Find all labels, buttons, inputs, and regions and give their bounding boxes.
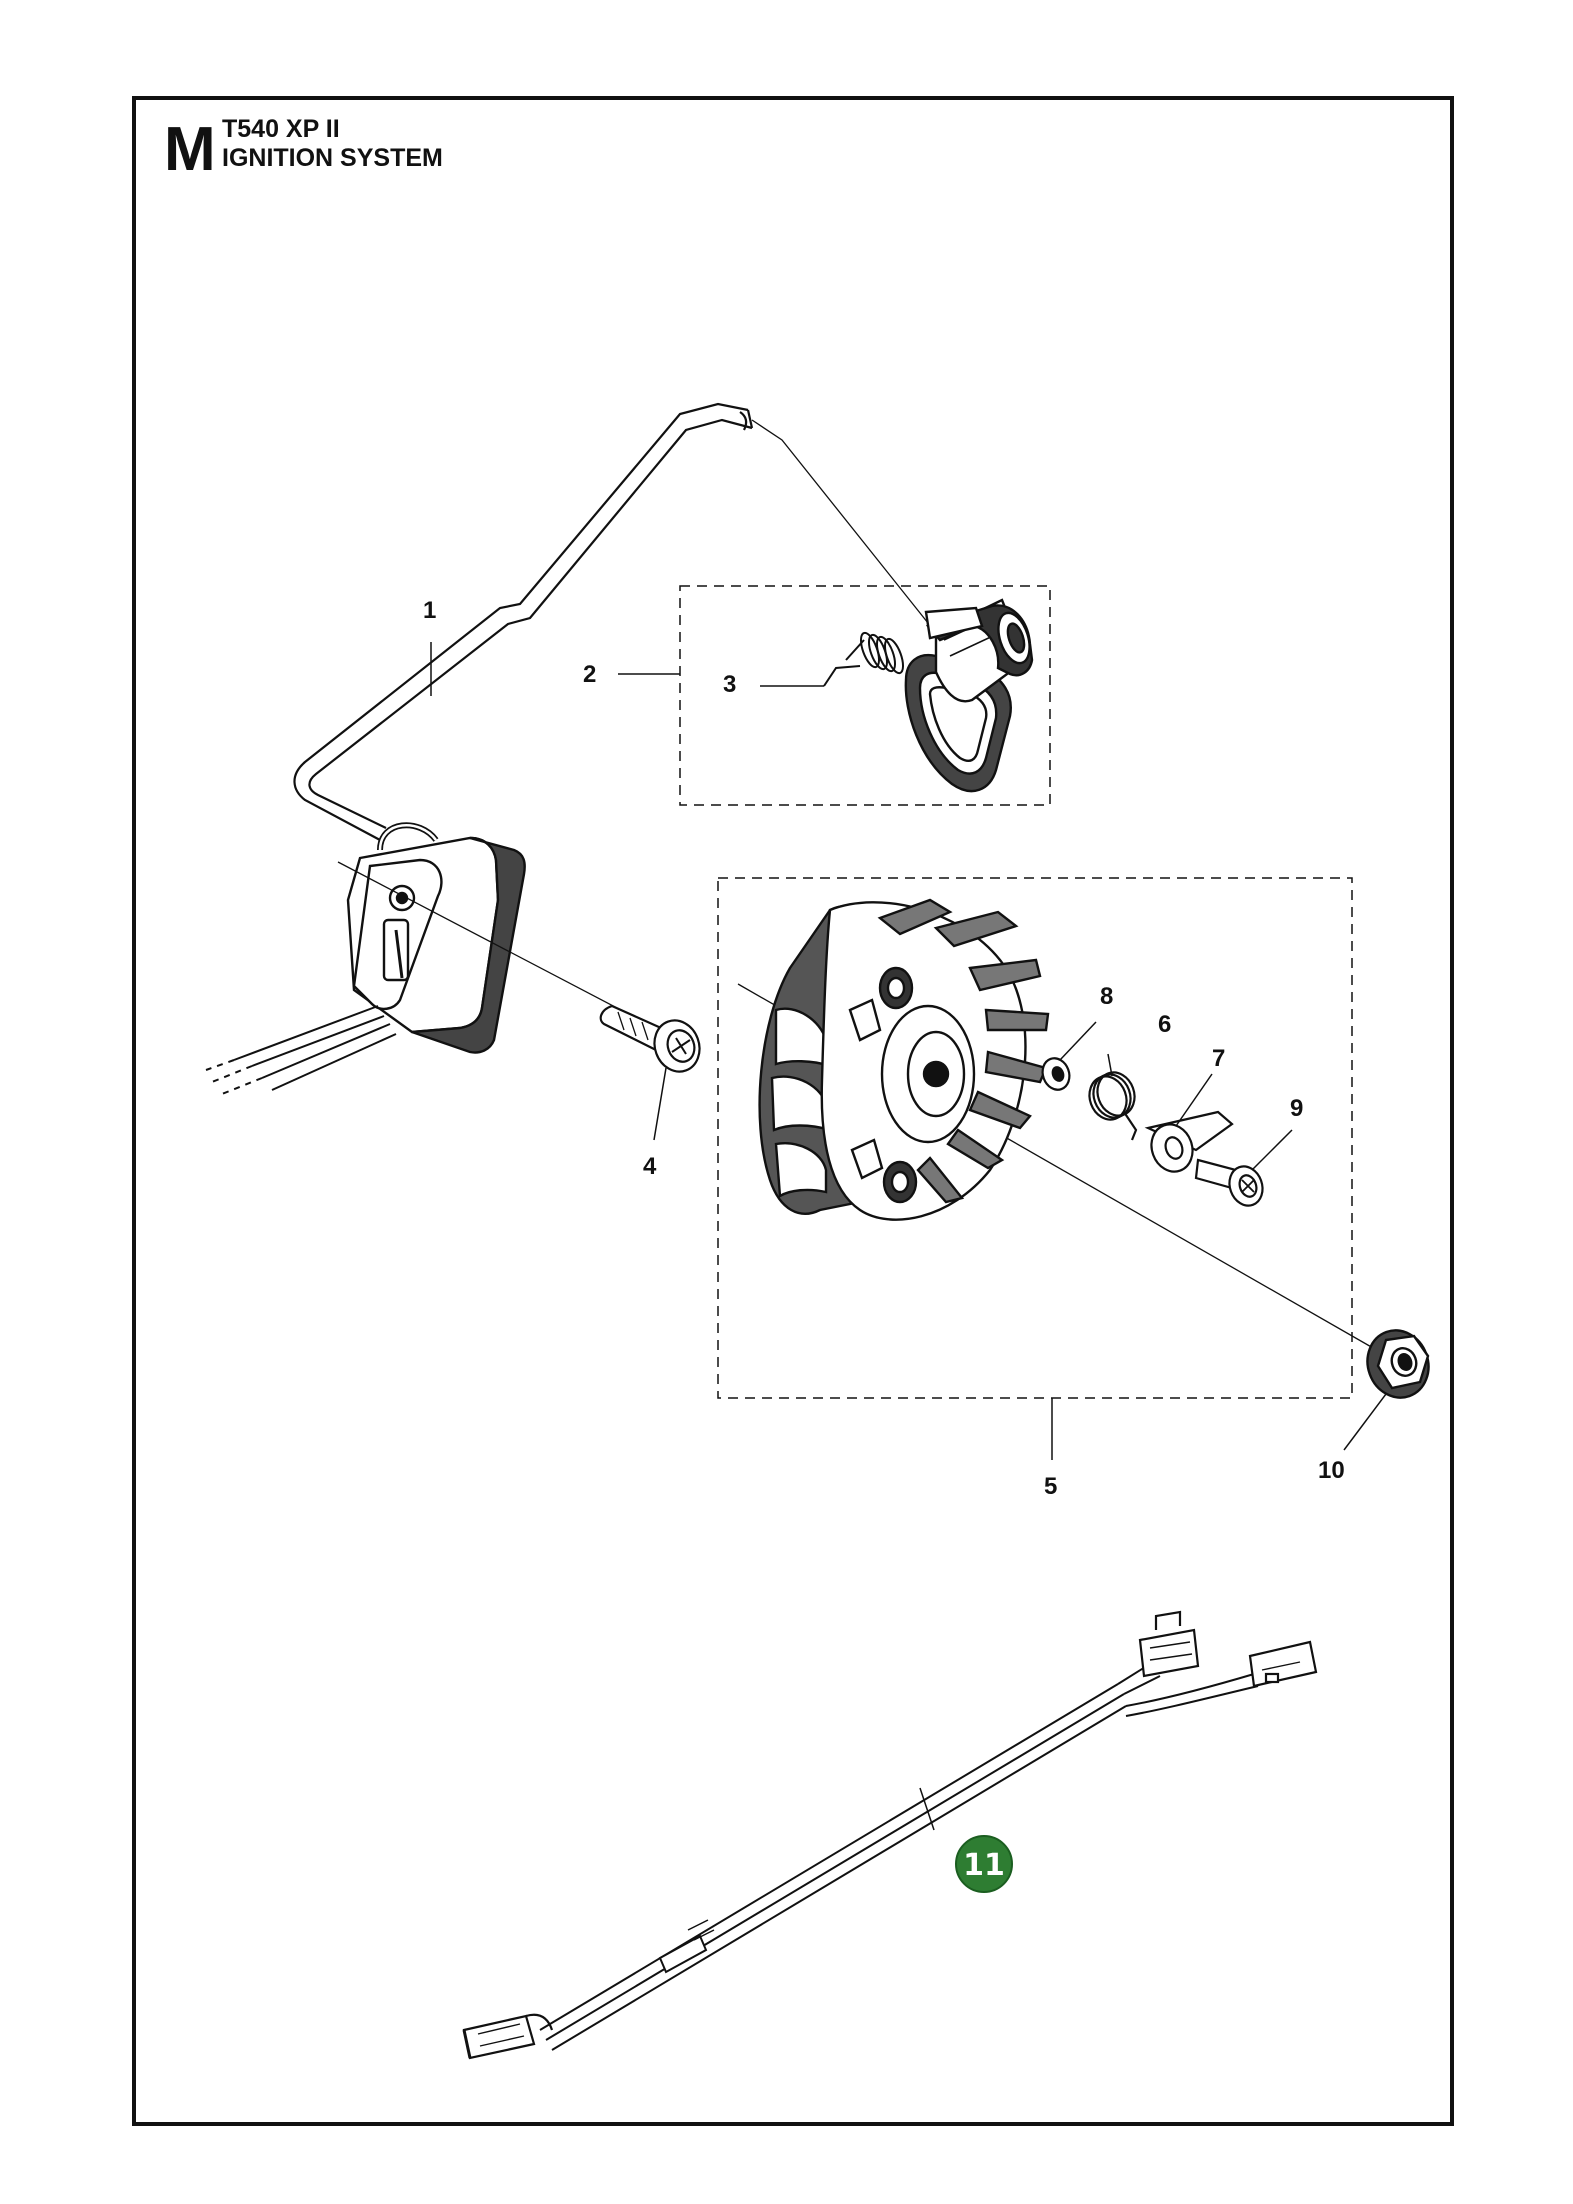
pawl-spring — [1088, 1071, 1138, 1141]
harness-connector-right — [1248, 1640, 1318, 1688]
callout-9: 9 — [1290, 1095, 1303, 1122]
callout-4: 4 — [643, 1153, 657, 1180]
harness-connector-left — [462, 2013, 554, 2060]
section-title: IGNITION SYSTEM — [222, 144, 443, 172]
model-name: T540 XP II — [222, 115, 340, 143]
module-output-wire — [205, 1005, 397, 1095]
ignition-wire — [293, 402, 754, 841]
flywheel — [758, 898, 1050, 1221]
callout-8: 8 — [1100, 983, 1113, 1010]
title-block: M T540 XP II IGNITION SYSTEM — [164, 115, 443, 184]
pawl-screw — [1194, 1158, 1264, 1207]
group-box-2 — [679, 585, 1051, 806]
callout-1: 1 — [423, 597, 436, 624]
axis-line-module — [337, 861, 641, 1021]
callout-11-badge: 11 — [955, 1835, 1013, 1893]
callout-5: 5 — [1044, 1473, 1057, 1500]
spark-plug-boot — [904, 598, 1034, 793]
page-frame — [132, 96, 1454, 2126]
flywheel-nut — [1366, 1329, 1430, 1399]
screw — [599, 1004, 701, 1073]
leader-lines — [430, 642, 1387, 1831]
ignition-module — [346, 822, 526, 1054]
callout-11: 11 — [963, 1848, 1005, 1883]
callouts: 1 2 3 4 5 6 7 8 9 10 — [423, 597, 1345, 1500]
pawl — [1144, 1110, 1234, 1173]
callout-6: 6 — [1158, 1011, 1171, 1038]
wiring-harness — [539, 1663, 1259, 2051]
callout-3: 3 — [723, 671, 736, 698]
highlight-badge — [955, 1835, 1013, 1893]
group-box-5 — [717, 877, 1353, 1399]
callout-2: 2 — [583, 661, 596, 688]
harness-connector-top — [1138, 1610, 1200, 1678]
section-letter: M — [164, 115, 216, 184]
washer — [1041, 1057, 1071, 1091]
callout-7: 7 — [1212, 1045, 1225, 1072]
boot-spring — [823, 631, 905, 687]
wire-to-boot-line — [751, 419, 933, 629]
callout-10: 10 — [1318, 1457, 1345, 1484]
